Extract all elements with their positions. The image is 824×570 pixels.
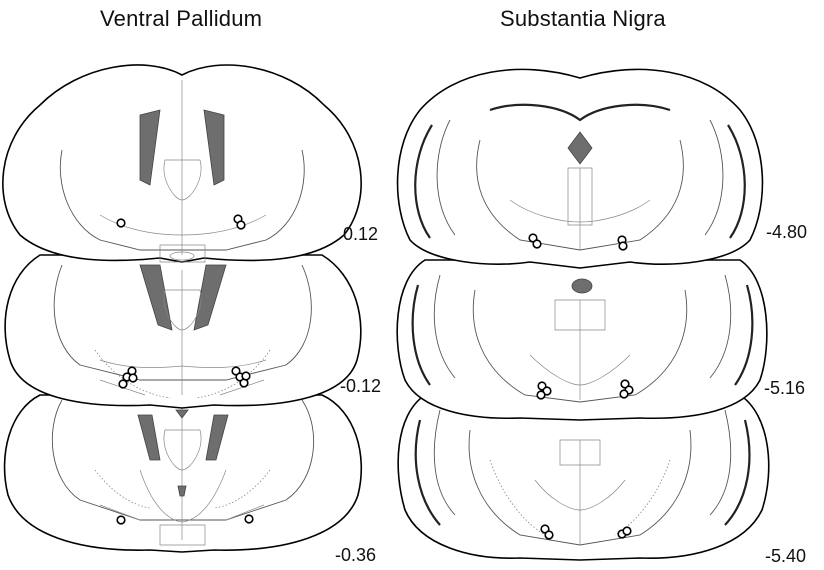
level-label-vp-1: 0.12 — [343, 224, 378, 245]
injection-site-marker — [623, 527, 631, 535]
injection-site-marker — [117, 219, 125, 227]
injection-site-marker — [537, 391, 545, 399]
sn-section-middle — [397, 260, 767, 420]
injection-site-marker — [545, 531, 553, 539]
level-label-sn-2: -5.16 — [764, 378, 805, 399]
level-label-vp-2: -0.12 — [340, 376, 381, 397]
injection-site-marker — [129, 374, 137, 382]
vp-section-middle — [5, 255, 361, 418]
injection-site-marker — [242, 372, 250, 380]
injection-site-marker — [117, 516, 125, 524]
injection-site-marker — [619, 242, 627, 250]
injection-site-marker — [245, 515, 253, 523]
sn-section-top — [398, 69, 763, 268]
level-label-vp-3: -0.36 — [335, 545, 376, 566]
vp-section-bottom — [5, 395, 362, 552]
level-label-sn-1: -4.80 — [766, 222, 807, 243]
injection-site-marker — [620, 390, 628, 398]
injection-site-marker — [237, 221, 245, 229]
vp-section-top — [3, 65, 361, 262]
injection-site-marker — [533, 240, 541, 248]
level-label-sn-3: -5.40 — [765, 546, 806, 567]
